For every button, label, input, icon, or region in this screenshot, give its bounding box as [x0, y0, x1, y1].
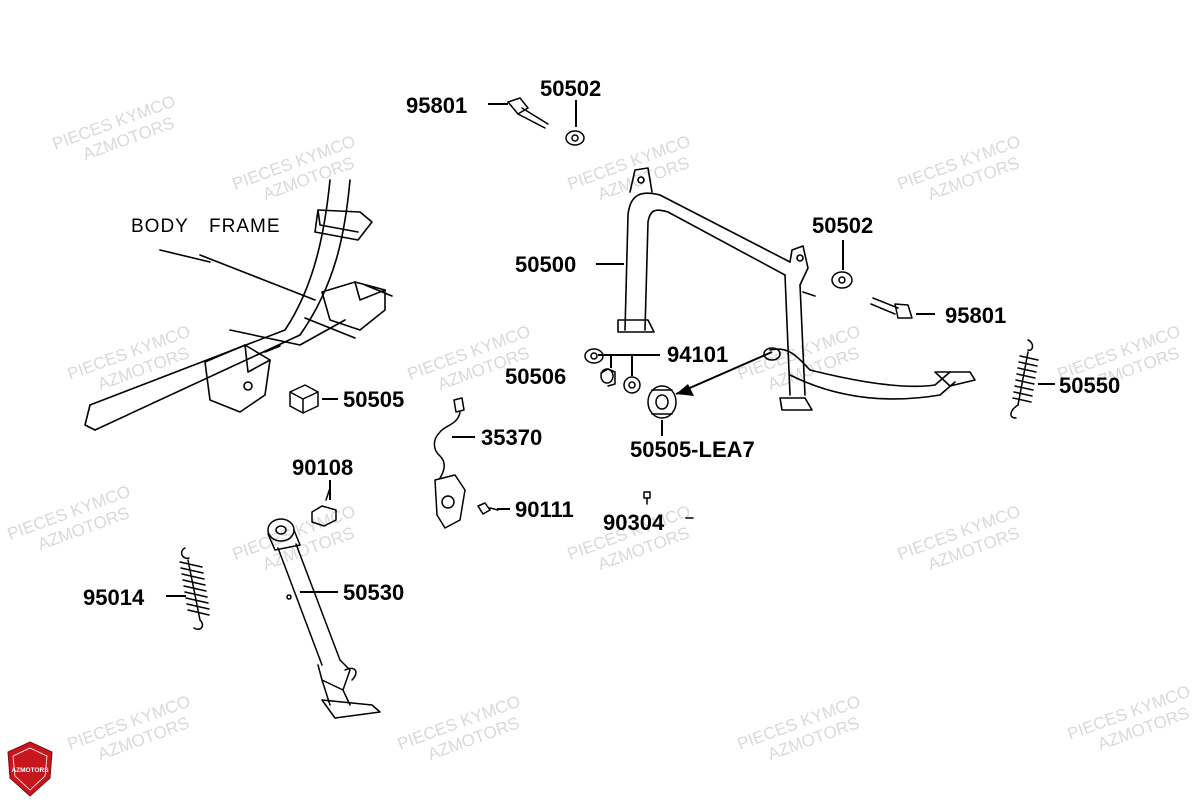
azmotors-logo: AZMOTORS: [7, 741, 53, 797]
part-label-50550: 50550: [1059, 373, 1120, 398]
small-parts-drawing: [179, 97, 1039, 719]
body-frame-drawing: [84, 179, 393, 431]
part-label-50500: 50500: [515, 252, 576, 277]
part-label-95801-top: 95801: [406, 93, 467, 118]
part-label-90304: 90304: [603, 510, 665, 535]
shield-icon: [7, 741, 53, 797]
part-label-90108: 90108: [292, 455, 353, 480]
shield-inner-outline: [12, 747, 48, 791]
body-label: BODY: [131, 216, 189, 237]
part-label-94101: 94101: [667, 342, 728, 367]
logo-text: AZMOTORS: [11, 767, 49, 774]
watermark-tile: PIECES KYMCO AZMOTORS: [895, 502, 1023, 574]
watermark-tile: PIECES KYMCO AZMOTORS: [395, 692, 523, 764]
part-label-50502-right: 50502: [812, 213, 873, 238]
leader-lines: [166, 100, 1055, 597]
part-label-95801-right: 95801: [945, 303, 1006, 328]
part-label-50506: 50506: [505, 364, 566, 389]
watermark-tile: PIECES KYMCO AZMOTORS: [5, 482, 133, 554]
center-stand-drawing: [617, 167, 976, 411]
arrow-head-icon: [676, 384, 694, 396]
part-label-90111: 90111: [515, 497, 574, 522]
watermark-tile: PIECES KYMCO AZMOTORS: [65, 692, 193, 764]
watermark-tile: PIECES KYMCO AZMOTORS: [735, 692, 863, 764]
part-label-50505-lea7: 50505-LEA7: [630, 437, 755, 462]
watermark-tile: PIECES KYMCO AZMOTORS: [895, 132, 1023, 204]
watermark-layer: PIECES KYMCO AZMOTORS PIECES KYMCO AZMOT…: [5, 92, 1193, 764]
part-label-50502-top: 50502: [540, 76, 601, 101]
watermark-tile: PIECES KYMCO AZMOTORS: [405, 322, 533, 394]
frame-label: FRAME: [209, 216, 281, 237]
part-label-50530: 50530: [343, 580, 404, 605]
watermark-tile: PIECES KYMCO AZMOTORS: [1065, 682, 1193, 754]
part-label-35370: 35370: [481, 425, 542, 450]
watermark-tile: PIECES KYMCO AZMOTORS: [50, 92, 178, 164]
part-label-50505: 50505: [343, 387, 404, 412]
watermark-tile: PIECES KYMCO AZMOTORS: [230, 132, 358, 204]
watermark-tile: PIECES KYMCO AZMOTORS: [230, 502, 358, 574]
part-label-95014: 95014: [83, 585, 145, 610]
